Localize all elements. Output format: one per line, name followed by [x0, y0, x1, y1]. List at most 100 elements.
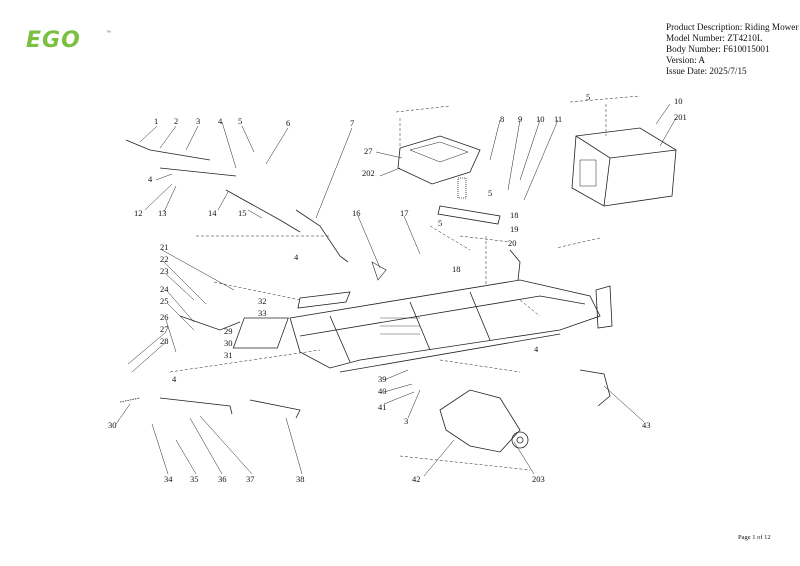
callout-39: 39 — [378, 374, 387, 384]
callout-12: 12 — [134, 208, 143, 218]
callout-4b: 4 — [148, 174, 153, 184]
callout-17: 17 — [400, 208, 409, 218]
lever-1 — [125, 139, 211, 161]
callout-11: 11 — [554, 114, 562, 124]
transaxle — [439, 389, 521, 453]
callout-13: 13 — [158, 208, 167, 218]
callout-5: 5 — [238, 116, 242, 126]
callout-14: 14 — [208, 208, 217, 218]
callout-28: 28 — [160, 336, 169, 346]
callout-3b: 3 — [404, 416, 408, 426]
callout-3: 3 — [196, 116, 200, 126]
pedal-bracket — [179, 315, 241, 331]
battery-pack-top — [575, 135, 677, 207]
leader-lines — [115, 103, 677, 477]
callout-43: 43 — [642, 420, 651, 430]
callout-36: 36 — [218, 474, 227, 484]
callout-203: 203 — [532, 474, 545, 484]
plate-19 — [437, 205, 501, 225]
callout-30b: 30 — [108, 420, 117, 430]
grate-lines — [380, 317, 420, 335]
callout-1: 1 — [154, 116, 158, 126]
bracket-20 — [509, 249, 521, 281]
product-description: Product Description: Riding Mower — [666, 22, 799, 32]
callout-15: 15 — [238, 208, 247, 218]
callout-23: 23 — [160, 266, 169, 276]
deck-grate — [232, 317, 289, 349]
callout-27b: 27 — [364, 146, 373, 156]
transaxle-hub — [511, 431, 529, 449]
callout-9: 9 — [518, 114, 522, 124]
bracket-43 — [579, 369, 611, 407]
callout-4: 4 — [218, 116, 223, 126]
callout-4d: 4 — [172, 374, 177, 384]
callout-21: 21 — [160, 242, 169, 252]
callout-10b: 10 — [674, 96, 683, 106]
callout-19: 19 — [510, 224, 519, 234]
callout-22: 22 — [160, 254, 169, 264]
callout-201: 201 — [674, 112, 687, 122]
lever-38 — [249, 399, 301, 419]
battery-pack — [571, 127, 677, 207]
logo-text: EGO — [26, 28, 81, 53]
callout-10: 10 — [536, 114, 545, 124]
callout-31: 31 — [224, 350, 233, 360]
cover-32 — [297, 291, 351, 309]
callout-202: 202 — [362, 168, 375, 178]
callout-32: 32 — [258, 296, 267, 306]
callout-16: 16 — [352, 208, 361, 218]
callout-41: 41 — [378, 402, 387, 412]
callout-24: 24 — [160, 284, 169, 294]
issue-date: Issue Date: 2025/7/15 — [666, 66, 747, 76]
callout-2: 2 — [174, 116, 178, 126]
callout-27: 27 — [160, 324, 169, 334]
version: Version: A — [666, 55, 706, 65]
link-rod-7 — [295, 209, 349, 263]
brake-rod-36 — [159, 397, 233, 415]
trademark-symbol: ™ — [106, 30, 111, 36]
ego-logo: EGO — [26, 30, 114, 52]
transaxle-hub-inner — [516, 436, 524, 444]
callout-33: 33 — [258, 308, 267, 318]
assembly-dashed-lines — [169, 95, 641, 471]
controller-unit — [397, 135, 481, 185]
callout-7: 7 — [350, 118, 354, 128]
callout-labels: 1 2 3 4 5 6 7 4 12 13 14 15 4 21 22 23 2… — [108, 92, 687, 484]
callout-18b: 18 — [510, 210, 519, 220]
callout-40: 40 — [378, 386, 387, 396]
spring-30 — [119, 397, 141, 403]
callout-26: 26 — [160, 312, 169, 322]
bracket-rear — [595, 285, 613, 329]
spring-5 — [457, 177, 467, 199]
callout-37: 37 — [246, 474, 255, 484]
callout-8: 8 — [500, 114, 504, 124]
product-info-block: Product Description: Riding Mower Model … — [666, 22, 798, 77]
callout-29: 29 — [224, 326, 233, 336]
callout-6: 6 — [286, 118, 290, 128]
body-number: Body Number: F610015001 — [666, 44, 770, 54]
chassis-rail-rear — [339, 333, 561, 373]
callout-4e: 4 — [534, 344, 539, 354]
chassis-rail-front — [299, 295, 586, 337]
controller-top — [409, 141, 469, 163]
callout-42: 42 — [412, 474, 421, 484]
callout-5d: 5 — [586, 92, 590, 102]
lever-rod — [159, 167, 301, 233]
callout-25: 25 — [160, 296, 169, 306]
callout-34: 34 — [164, 474, 173, 484]
callout-18: 18 — [452, 264, 461, 274]
callout-38: 38 — [296, 474, 305, 484]
chassis-frame — [289, 279, 601, 369]
callout-35: 35 — [190, 474, 199, 484]
page-number: Page 1 of 12 — [738, 534, 771, 541]
callout-4c: 4 — [294, 252, 299, 262]
callout-30: 30 — [224, 338, 233, 348]
callout-5c: 5 — [488, 188, 492, 198]
callout-5b: 5 — [438, 218, 442, 228]
model-number: Model Number: ZT4210L — [666, 33, 763, 43]
battery-vents — [579, 159, 597, 187]
panel-16 — [371, 261, 387, 281]
callout-20: 20 — [508, 238, 517, 248]
